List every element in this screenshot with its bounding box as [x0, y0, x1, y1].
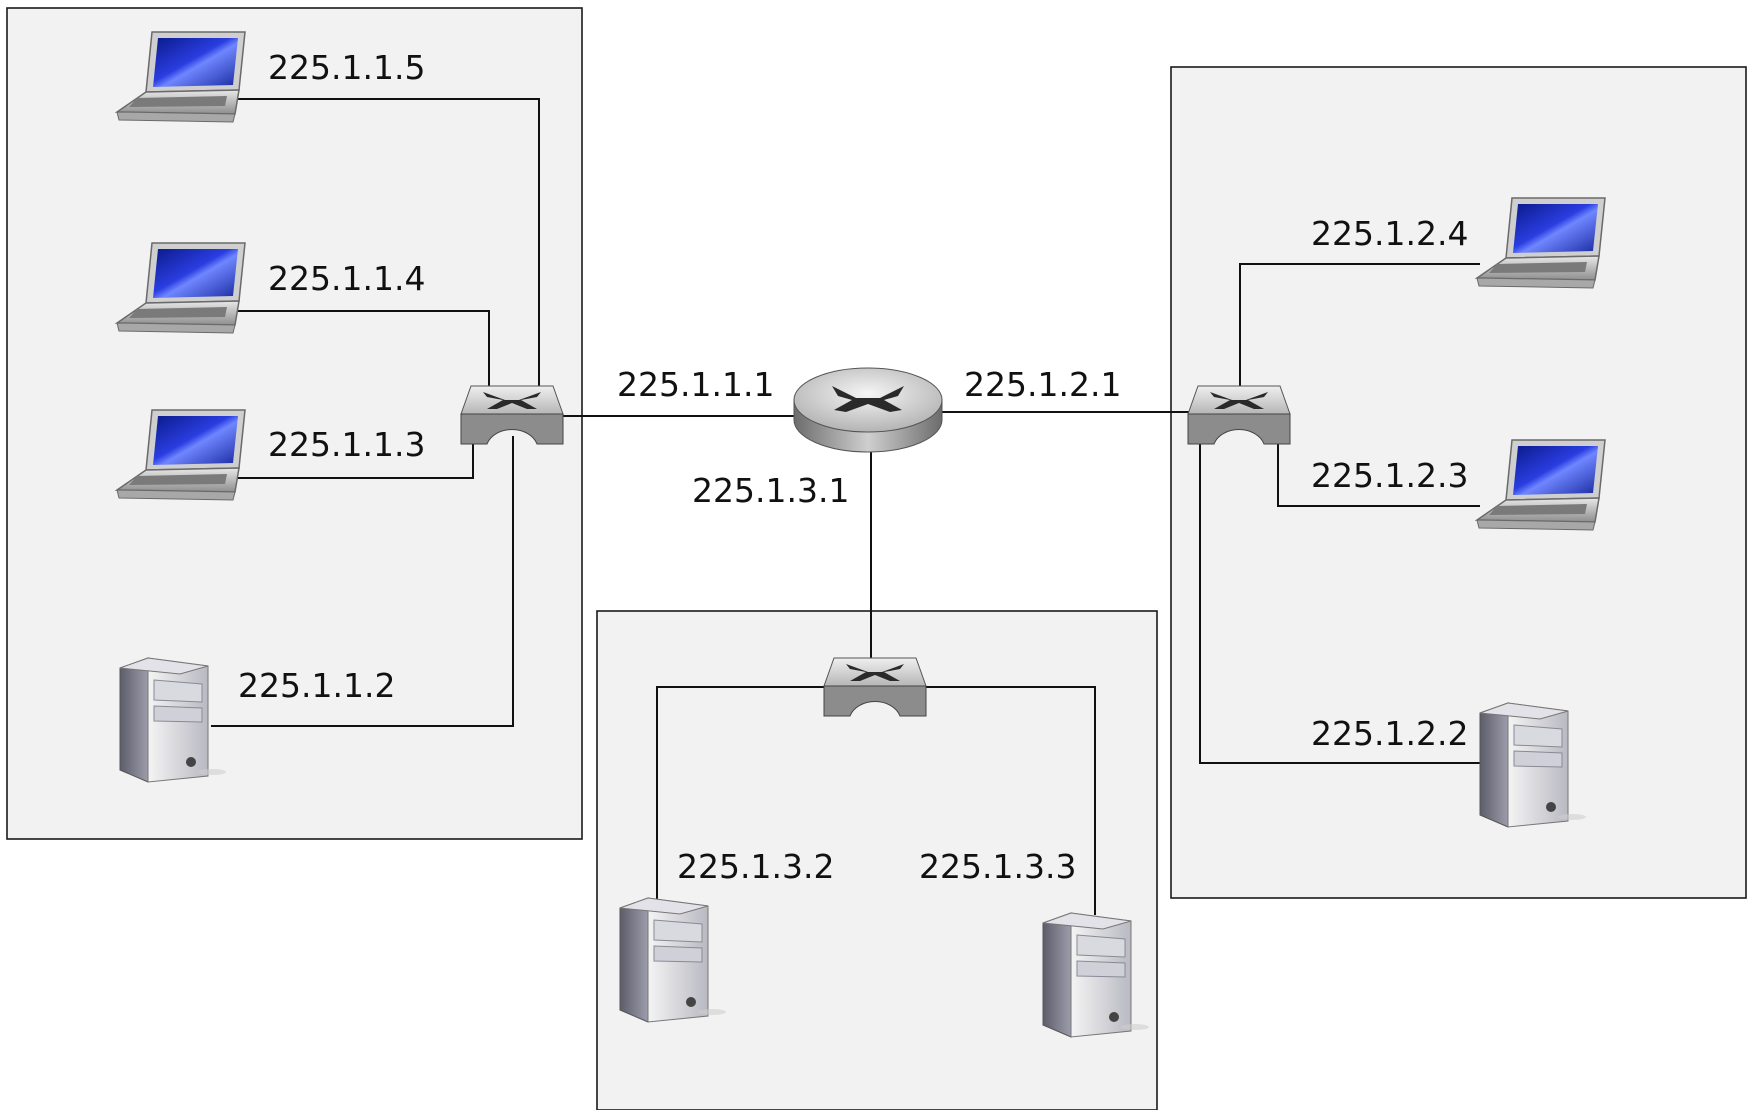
link-225-1-1-3	[236, 440, 474, 479]
address-label: 225.1.1.3	[268, 425, 425, 464]
address-label: 225.1.3.2	[677, 847, 834, 886]
link-225-1-2-3	[1277, 440, 1480, 507]
link-225-1-2-2	[1199, 440, 1484, 764]
address-label: 225.1.2.2	[1311, 714, 1468, 753]
network-links	[211, 98, 1484, 915]
link-225-1-1-5	[236, 98, 540, 390]
address-label: 225.1.2.4	[1311, 214, 1468, 253]
link-225-1-1-4	[236, 310, 490, 390]
link-225-1-2-4	[1239, 263, 1480, 390]
address-label: 225.1.1.4	[268, 259, 425, 298]
router-interface-label: 225.1.3.1	[692, 471, 849, 510]
link-225-1-3-2	[656, 686, 830, 900]
router-interface-label: 225.1.2.1	[964, 365, 1121, 404]
address-labels: 225.1.1.5 225.1.1.4 225.1.1.3 225.1.1.2 …	[238, 48, 1468, 886]
subnet-2-zone	[1170, 66, 1747, 899]
link-225-1-3-3	[922, 686, 1096, 915]
address-label: 225.1.1.2	[238, 666, 395, 705]
address-label: 225.1.2.3	[1311, 456, 1468, 495]
link-225-1-1-2	[211, 436, 514, 727]
address-label: 225.1.3.3	[919, 847, 1076, 886]
address-label: 225.1.1.5	[268, 48, 425, 87]
router-interface-label: 225.1.1.1	[617, 365, 774, 404]
router-icon	[793, 367, 943, 453]
